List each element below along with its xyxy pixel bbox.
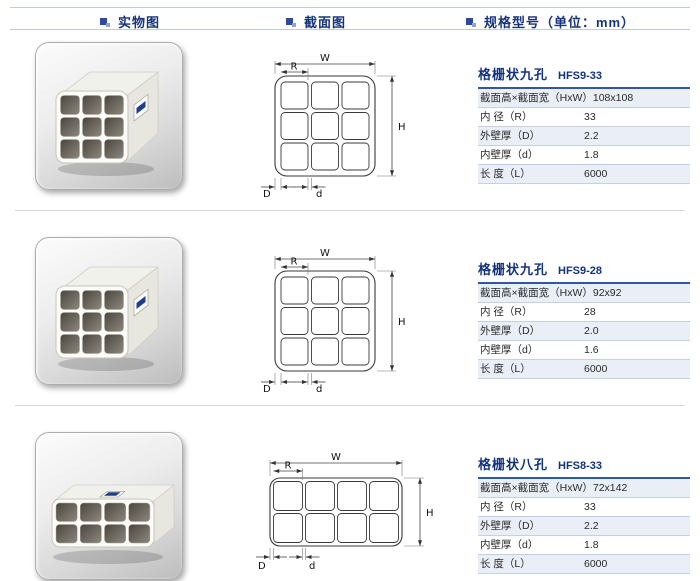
spec-title: 格栅状八孔 HFS8-33 — [478, 454, 690, 479]
cross-section-diagram-eight-hole: W R H D d — [256, 452, 434, 572]
spec-label: 截面高×截面宽（HxW） — [480, 287, 593, 299]
spec-row: 外壁厚（D） 2.2 — [478, 517, 690, 536]
cross-section-diagram-nine-hole: W R H D d — [261, 53, 406, 198]
spec-label: 内壁厚（d） — [480, 539, 539, 551]
spec-value: 2.2 — [584, 130, 599, 142]
spec-label: 外壁厚（D） — [480, 520, 541, 532]
spec-label: 截面高×截面宽（HxW） — [480, 92, 593, 104]
spec-title: 格栅状九孔 HFS9-33 — [478, 64, 690, 89]
row-separator — [15, 405, 685, 406]
spec-row: 内壁厚（d） 1.6 — [478, 341, 690, 360]
spec-row: 内壁厚（d） 1.8 — [478, 536, 690, 555]
spec-label: 内 径（R） — [480, 501, 533, 513]
product-photo-nine-hole — [55, 71, 160, 176]
spec-table: 格栅状八孔 HFS8-33 截面高×截面宽（HxW）72x142 内 径（R） 3… — [478, 454, 690, 574]
spec-value: 72x142 — [592, 482, 628, 494]
dim-label-W: W — [320, 248, 330, 259]
column-header-photo-label: 实物图 — [118, 15, 161, 30]
product-name: 格栅状九孔 — [478, 262, 549, 277]
spec-label: 长 度（L） — [480, 558, 531, 570]
product-name: 格栅状九孔 — [478, 67, 549, 82]
dim-label-d: d — [309, 561, 315, 572]
product-row-3: W R H D d 格栅状八孔 HFS8-33 截面高×截面宽（HxW）72x1… — [0, 426, 700, 581]
spec-label: 内 径（R） — [480, 306, 533, 318]
spec-label: 截面高×截面宽（HxW） — [480, 482, 593, 494]
dim-label-H: H — [398, 122, 406, 133]
spec-label: 长 度（L） — [480, 168, 531, 180]
dim-label-D: D — [258, 561, 266, 572]
product-row-2: W R H D d 格栅状九孔 HFS9-28 截面高×截面宽（HxW）92x9… — [0, 231, 700, 426]
dim-label-H: H — [426, 508, 434, 519]
spec-value: 1.6 — [584, 344, 599, 356]
spec-value: 1.8 — [584, 149, 599, 161]
spec-label: 内 径（R） — [480, 111, 533, 123]
dim-label-d: d — [316, 384, 322, 393]
product-photo-nine-hole — [55, 266, 160, 371]
spec-table: 格栅状九孔 HFS9-33 截面高×截面宽（HxW）108x108 内 径（R）… — [478, 64, 690, 184]
spec-value: 1.8 — [584, 539, 599, 551]
column-header-spec-label: 规格型号（单位：mm） — [484, 15, 636, 30]
spec-value: 6000 — [584, 363, 608, 375]
dim-label-D: D — [263, 189, 271, 198]
product-photo-eight-hole — [51, 484, 176, 564]
product-photo-card — [35, 42, 183, 190]
spec-label: 外壁厚（D） — [480, 325, 541, 337]
dim-label-W: W — [331, 452, 341, 463]
spec-value: 6000 — [584, 168, 608, 180]
spec-row: 长 度（L） 6000 — [478, 360, 690, 379]
spec-value: 108x108 — [592, 92, 634, 104]
product-model: HFS9-28 — [558, 265, 603, 277]
spec-row: 外壁厚（D） 2.0 — [478, 322, 690, 341]
spec-row: 长 度（L） 6000 — [478, 165, 690, 184]
dim-label-R: R — [291, 62, 298, 73]
spec-value: 28 — [584, 306, 596, 318]
dim-label-R: R — [291, 257, 298, 268]
product-model: HFS8-33 — [558, 460, 603, 472]
spec-value: 92x92 — [592, 287, 622, 299]
product-name: 格栅状八孔 — [478, 457, 549, 472]
spec-row: 截面高×截面宽（HxW）108x108 — [478, 89, 690, 108]
spec-value: 33 — [584, 111, 596, 123]
dim-label-W: W — [320, 53, 330, 64]
spec-value: 2.2 — [584, 520, 599, 532]
spec-value: 33 — [584, 501, 596, 513]
spec-row: 外壁厚（D） 2.2 — [478, 127, 690, 146]
spec-row: 长 度（L） 6000 — [478, 555, 690, 574]
spec-value: 6000 — [584, 558, 608, 570]
dim-label-R: R — [285, 461, 292, 472]
cross-section-diagram-nine-hole: W R H D d — [261, 248, 406, 393]
spec-label: 内壁厚（d） — [480, 344, 539, 356]
spec-row: 截面高×截面宽（HxW）92x92 — [478, 284, 690, 303]
spec-value: 2.0 — [584, 325, 599, 337]
spec-label: 长 度（L） — [480, 363, 531, 375]
spec-table: 格栅状九孔 HFS9-28 截面高×截面宽（HxW）92x92 内 径（R） 28… — [478, 259, 690, 379]
spec-row: 截面高×截面宽（HxW）72x142 — [478, 479, 690, 498]
spec-label: 内壁厚（d） — [480, 149, 539, 161]
column-header-spec: 规格型号（单位：mm） — [466, 12, 635, 31]
header-bottom-rule — [10, 29, 690, 30]
dim-label-H: H — [398, 317, 406, 328]
spec-row: 内 径（R） 33 — [478, 108, 690, 127]
column-header-section-label: 截面图 — [304, 15, 347, 30]
blue-square-icon — [466, 16, 478, 28]
spec-row: 内壁厚（d） 1.8 — [478, 146, 690, 165]
spec-row: 内 径（R） 28 — [478, 303, 690, 322]
header-top-rule — [10, 7, 690, 8]
blue-square-icon — [100, 16, 112, 28]
column-header-section: 截面图 — [286, 12, 346, 31]
spec-title: 格栅状九孔 HFS9-28 — [478, 259, 690, 284]
row-separator — [15, 210, 685, 211]
spec-label: 外壁厚（D） — [480, 130, 541, 142]
dim-label-D: D — [263, 384, 271, 393]
product-model: HFS9-33 — [558, 70, 603, 82]
product-row-1: W R H D d 格栅状九孔 HFS9-33 截面高×截面宽（HxW）108x… — [0, 36, 700, 231]
product-photo-card — [35, 432, 183, 580]
product-photo-card — [35, 237, 183, 385]
dim-label-d: d — [316, 189, 322, 198]
blue-square-icon — [286, 16, 298, 28]
column-header-photo: 实物图 — [100, 12, 160, 31]
spec-row: 内 径（R） 33 — [478, 498, 690, 517]
